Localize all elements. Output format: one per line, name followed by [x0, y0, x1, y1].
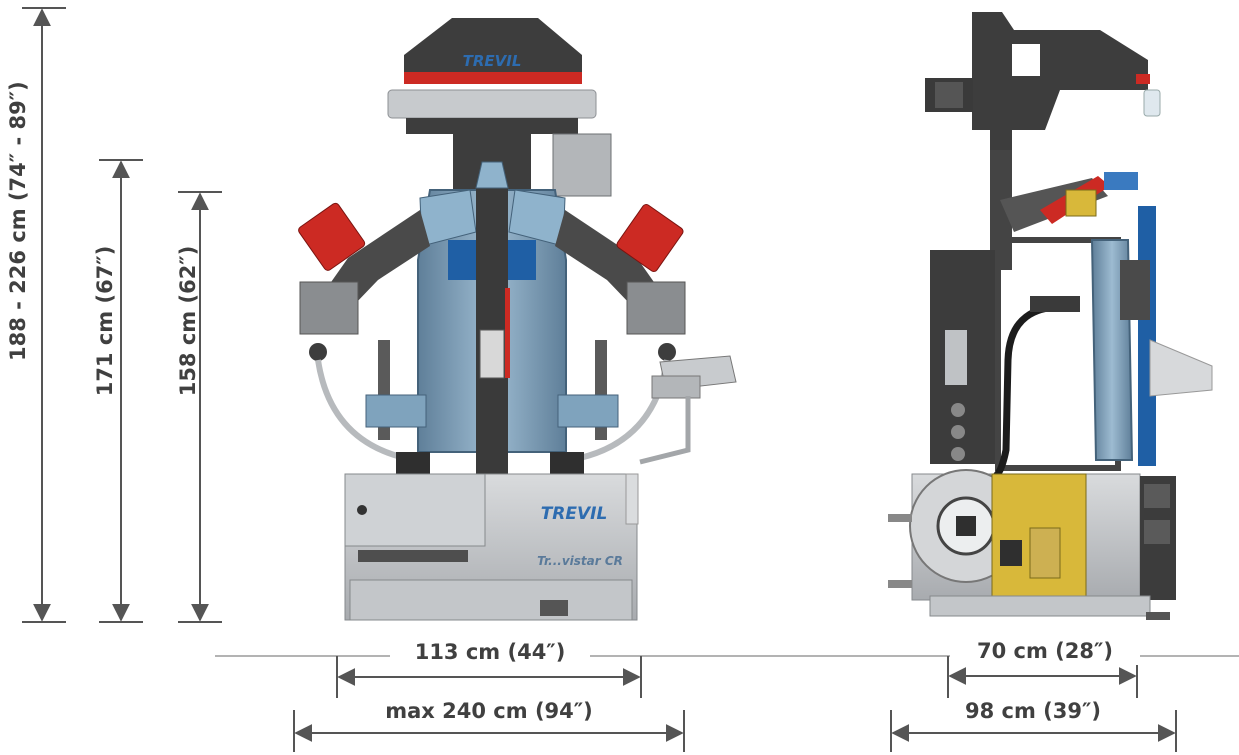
dimension-height-mid: [99, 159, 143, 623]
dimension-front-max-width: [293, 710, 685, 752]
side-depth-label: 70 cm (28″): [950, 637, 1140, 665]
height-low-label: 158 cm (62″): [176, 245, 200, 397]
front-width-label: 113 cm (44″): [390, 638, 590, 666]
brand-logo-top: TREVIL: [463, 52, 522, 70]
height-total-label: 188 - 226 cm (74″ - 89″): [6, 81, 30, 361]
model-label: Tr...vistar CR: [537, 554, 623, 568]
height-mid-label: 171 cm (67″): [93, 245, 117, 397]
side-max-depth-label: 98 cm (39″): [965, 699, 1101, 723]
dimension-height-low: [178, 191, 222, 623]
dimension-height-total: [22, 7, 66, 623]
machine-front-view: TREVIL: [298, 18, 737, 621]
front-max-width-label: max 240 cm (94″): [385, 699, 593, 723]
brand-logo-front: TREVIL: [541, 504, 608, 524]
dimension-side-max-depth: [890, 710, 1177, 752]
dimension-front-width: [336, 656, 642, 698]
machine-side-view: [888, 12, 1213, 620]
